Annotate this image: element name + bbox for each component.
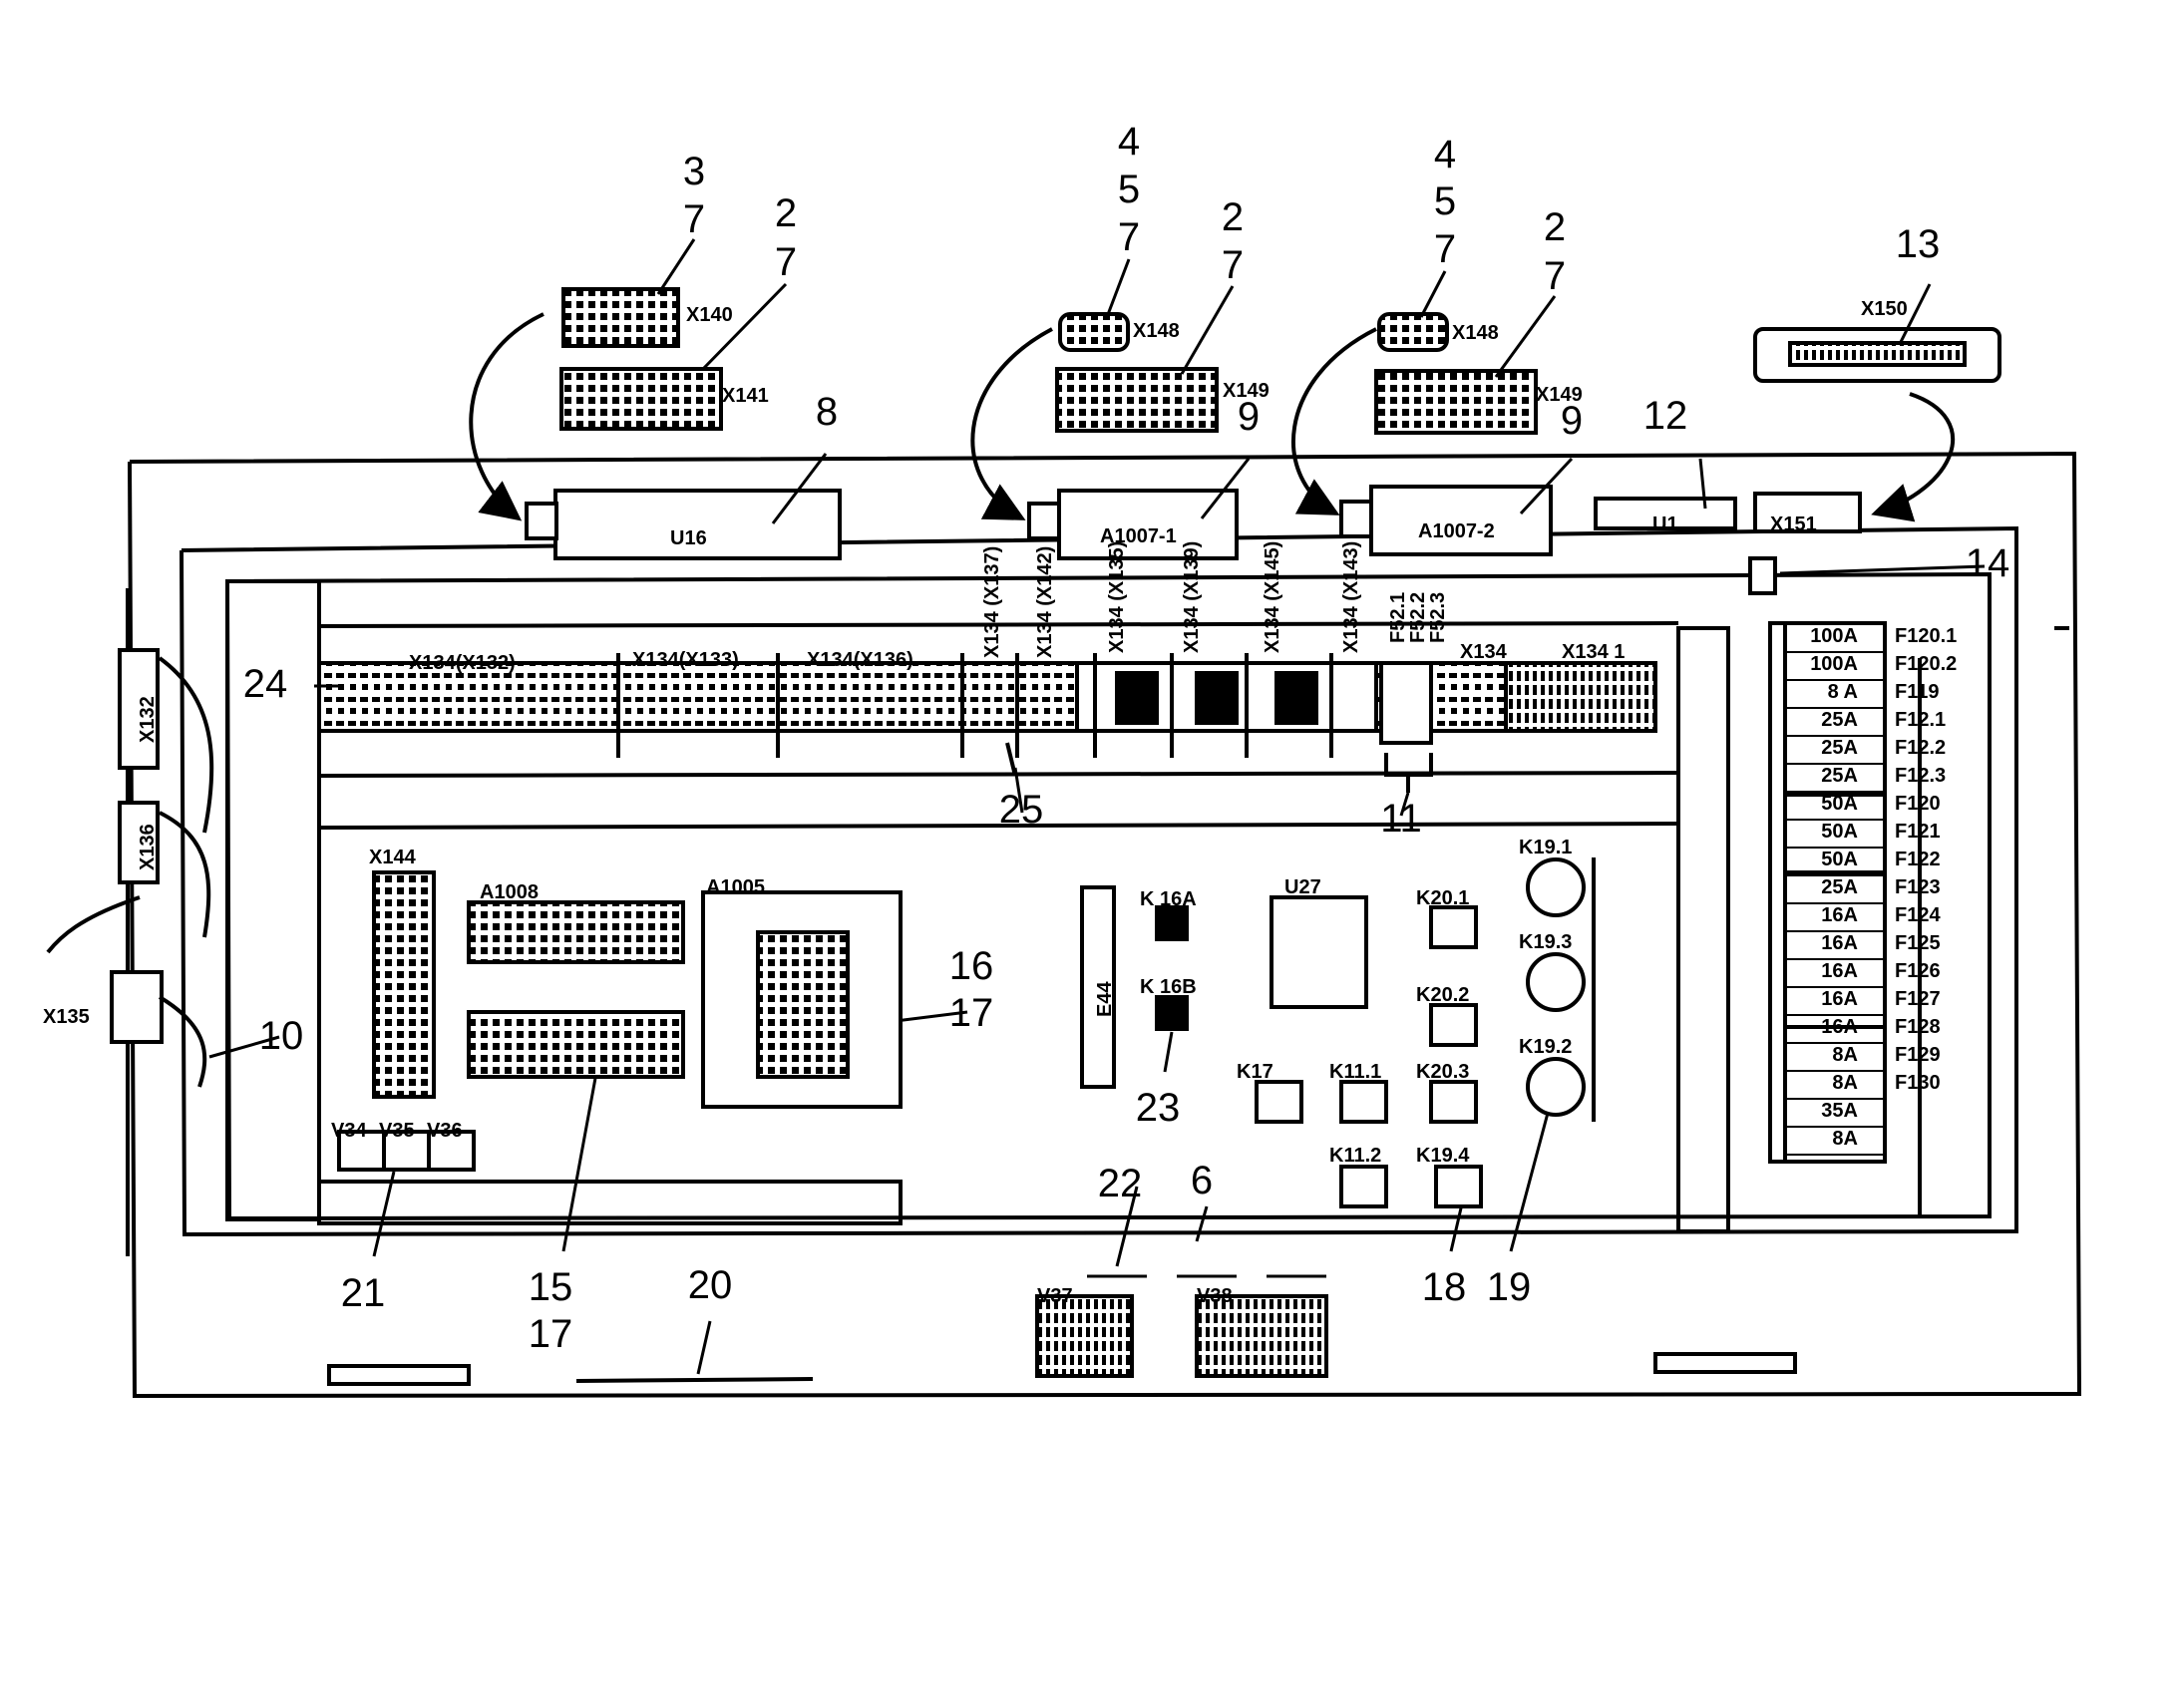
top-modules: [525, 485, 1862, 595]
lower-components: [327, 857, 1797, 1386]
fuse-bank: [1768, 621, 1887, 1164]
terminal-rail: [317, 653, 1657, 793]
left-harness: [46, 588, 214, 1256]
assembly-arrows: [469, 312, 1955, 522]
loose-connectors: [559, 287, 2001, 435]
